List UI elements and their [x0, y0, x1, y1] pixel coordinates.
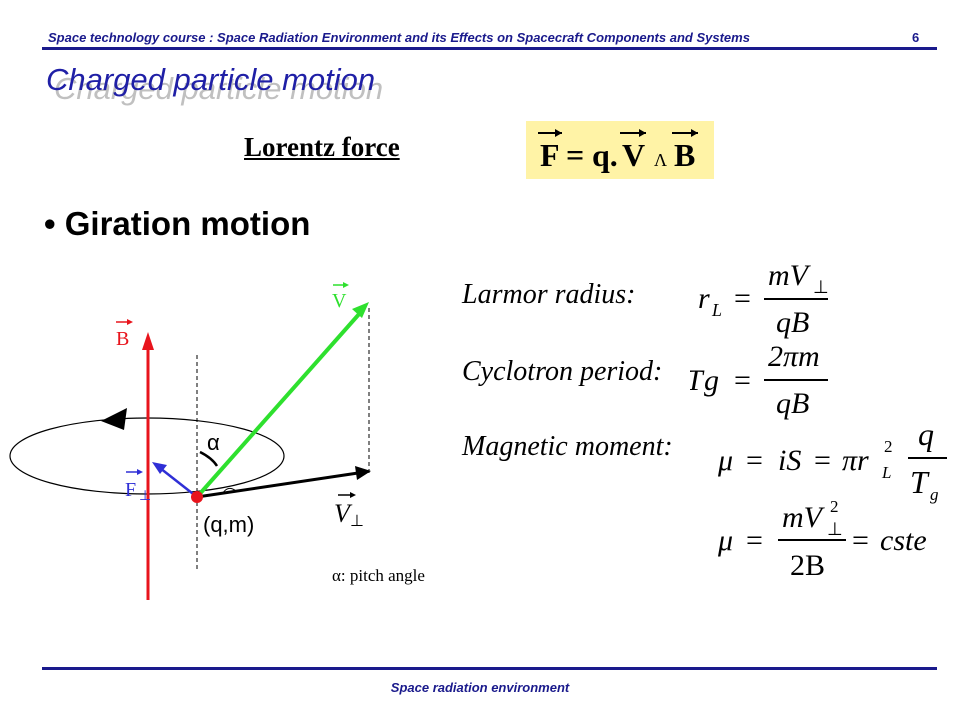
magnetic-moment-equation: μ = iS = πr L 2 q T g [717, 416, 947, 504]
footer-divider [42, 667, 937, 670]
cyclotron-equation: T g = 2πm qB [690, 340, 828, 420]
v-perp-arrowhead [355, 466, 371, 480]
formula-F: F [540, 137, 560, 173]
eq-q: q [918, 416, 934, 452]
charged-particle [191, 491, 203, 503]
eq-iS: iS [778, 444, 801, 477]
eq-2B: 2B [790, 549, 825, 582]
eq-sq: 2 [830, 497, 839, 516]
label-alpha: α [207, 430, 220, 455]
eq-mV-2: mV [782, 501, 826, 534]
formula-q: q. [592, 137, 618, 173]
eq-T: T [690, 364, 705, 397]
label-V-perp: V [334, 499, 353, 528]
course-header: Space technology course : Space Radiatio… [48, 30, 750, 45]
formula-V: V [622, 137, 645, 173]
magnetic-moment-label: Magnetic moment: [462, 431, 673, 462]
eq-equals-6: = [852, 524, 869, 557]
eq-perp-2: ⊥ [827, 519, 843, 539]
equations-block: r L = mV ⊥ qB T g = 2πm qB μ = iS = πr L… [690, 259, 947, 582]
eq-perp-1: ⊥ [813, 277, 829, 297]
eq-Tg-T: T [910, 464, 930, 500]
magnetic-field-arrowhead [142, 332, 154, 350]
eq-pir-sup: 2 [884, 437, 893, 456]
lorentz-formula: F = q. V Λ B [538, 129, 698, 173]
bullet-marker: • [44, 205, 56, 242]
label-B: B [116, 328, 129, 350]
eq-pir-sub: L [881, 463, 891, 482]
eq-equals-1: = [734, 282, 751, 315]
lorentz-formula-box: F = q. V Λ B [526, 121, 714, 179]
eq-equals-3: = [746, 444, 763, 477]
force-perp-arrowhead [152, 462, 167, 474]
slide-title: Charged particle motion [46, 62, 376, 97]
bullet-text: Giration motion [64, 205, 311, 242]
eq-equals-4: = [814, 444, 831, 477]
larmor-equation: r L = mV ⊥ qB [698, 259, 829, 339]
eq-r: r [698, 282, 710, 315]
eq-mu-1: μ [717, 444, 733, 477]
eq-qB-1: qB [776, 306, 809, 339]
formula-wedge: Λ [654, 150, 667, 170]
header-divider [42, 47, 937, 50]
velocity-vector [195, 311, 362, 499]
label-V: V [332, 290, 347, 312]
cyclotron-period-label: Cyclotron period: [462, 356, 663, 387]
larmor-radius-label: Larmor radius: [462, 279, 636, 310]
right-angle-arc [222, 487, 237, 494]
eq-qB-2: qB [776, 387, 809, 420]
eq-r-sub: L [711, 300, 722, 320]
lorentz-force-label: Lorentz force [244, 132, 400, 162]
page-number: 6 [912, 30, 920, 45]
eq-g: g [704, 364, 719, 397]
slide-title-shadow: Charged particle motion [54, 71, 384, 106]
label-F-perp: ⊥ [139, 489, 151, 504]
gyration-diagram: V B F ⊥ α (q,m) V ⊥ α: pitch angle [9, 282, 425, 600]
eq-equals-2: = [734, 364, 751, 397]
orbit-direction-arrow [101, 408, 127, 430]
force-perp-vector [159, 467, 198, 498]
eq-Tg-sub: g [930, 485, 939, 504]
eq-equals-5: = [746, 524, 763, 557]
eq-mV-1: mV [768, 259, 812, 292]
velocity-arrowhead [352, 302, 369, 318]
bullet-giration-motion: • Giration motion [44, 205, 310, 243]
label-F: F [125, 479, 136, 501]
magnetic-moment-invariant: μ = mV ⊥ 2 2B = cste [717, 497, 927, 582]
formula-equals: = [566, 137, 584, 173]
eq-pir: πr [842, 444, 869, 477]
eq-2pim: 2πm [768, 340, 820, 373]
eq-cste: cste [880, 524, 927, 557]
footer-text: Space radiation environment [390, 680, 570, 695]
label-particle: (q,m) [203, 512, 254, 537]
eq-mu-2: μ [717, 524, 733, 557]
pitch-angle-arc [199, 450, 219, 467]
formula-B: B [674, 137, 695, 173]
v-perp-vector [196, 471, 359, 499]
label-V-perp-symbol: ⊥ [350, 513, 364, 530]
pitch-angle-note: α: pitch angle [332, 566, 425, 585]
